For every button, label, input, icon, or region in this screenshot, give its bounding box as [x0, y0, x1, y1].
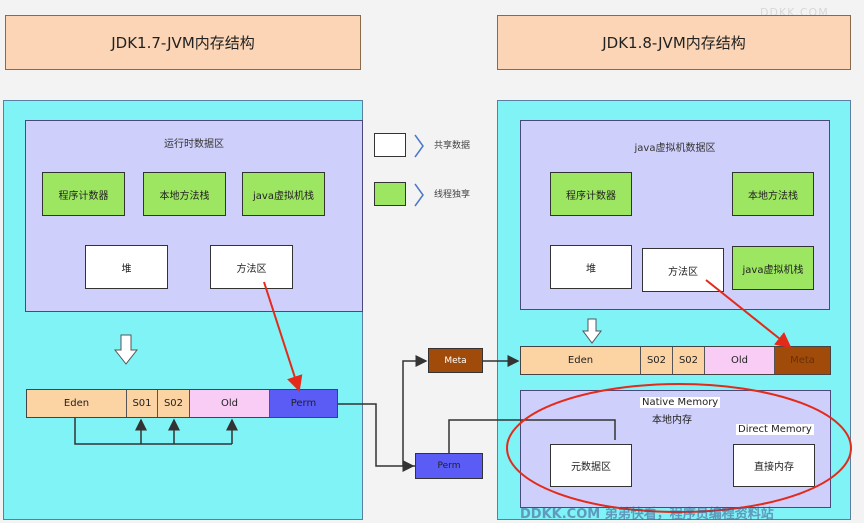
legend-private-label: 线程独享 [434, 190, 471, 200]
legend-chevron-icon [414, 183, 424, 207]
old-segment: Old [705, 347, 775, 374]
native-stack-box: 本地方法栈 [143, 172, 226, 216]
legend-private-swatch [374, 182, 406, 206]
java-stack-box-18: java虚拟机栈 [732, 246, 814, 290]
native-memory-cn-label: 本地内存 [652, 415, 692, 426]
watermark-bottom: DDKK.COM 弟弟快看，程序员编程资料站 [520, 507, 774, 522]
middle-perm-box: Perm [415, 453, 483, 479]
meta-segment: Meta [775, 347, 830, 374]
legend-shared-label: 共享数据 [434, 141, 471, 151]
down-arrow-icon [582, 318, 602, 344]
pc-register-box-18: 程序计数器 [550, 172, 632, 216]
jvm-area-label: java虚拟机数据区 [634, 143, 716, 154]
s02-segment: S02 [673, 347, 705, 374]
middle-meta-box: Meta [428, 348, 483, 373]
heap-box-18: 堆 [550, 245, 632, 289]
runtime-area-label: 运行时数据区 [164, 139, 224, 150]
perm-segment: Perm [270, 390, 337, 417]
pc-register-box: 程序计数器 [42, 172, 125, 216]
legend-shared-swatch [374, 133, 406, 157]
s02-segment: S02 [158, 390, 190, 417]
java-stack-box: java虚拟机栈 [242, 172, 325, 216]
jdk18-memory-bar: Eden S02 S02 Old Meta [520, 346, 831, 375]
s02-segment: S02 [641, 347, 673, 374]
native-stack-box-18: 本地方法栈 [732, 172, 814, 216]
s01-segment: S01 [127, 390, 158, 417]
jdk17-memory-bar: Eden S01 S02 Old Perm [26, 389, 338, 418]
jdk17-runtime-area: 运行时数据区 [25, 120, 363, 312]
heap-box: 堆 [85, 245, 168, 289]
method-area-box-18: 方法区 [642, 248, 724, 292]
direct-memory-box: 直接内存 [733, 444, 815, 487]
eden-segment: Eden [521, 347, 641, 374]
down-arrow-icon [114, 334, 138, 365]
old-segment: Old [190, 390, 270, 417]
legend-chevron-icon [414, 134, 424, 158]
direct-memory-en-label: Direct Memory [736, 424, 814, 435]
metaspace-box: 元数据区 [550, 444, 632, 487]
method-area-box: 方法区 [210, 245, 293, 289]
native-memory-en-label: Native Memory [640, 397, 721, 408]
eden-segment: Eden [27, 390, 127, 417]
perm-to-meta-line [402, 355, 428, 467]
jdk17-title: JDK1.7-JVM内存结构 [5, 15, 361, 70]
jdk18-title: JDK1.8-JVM内存结构 [497, 15, 851, 70]
